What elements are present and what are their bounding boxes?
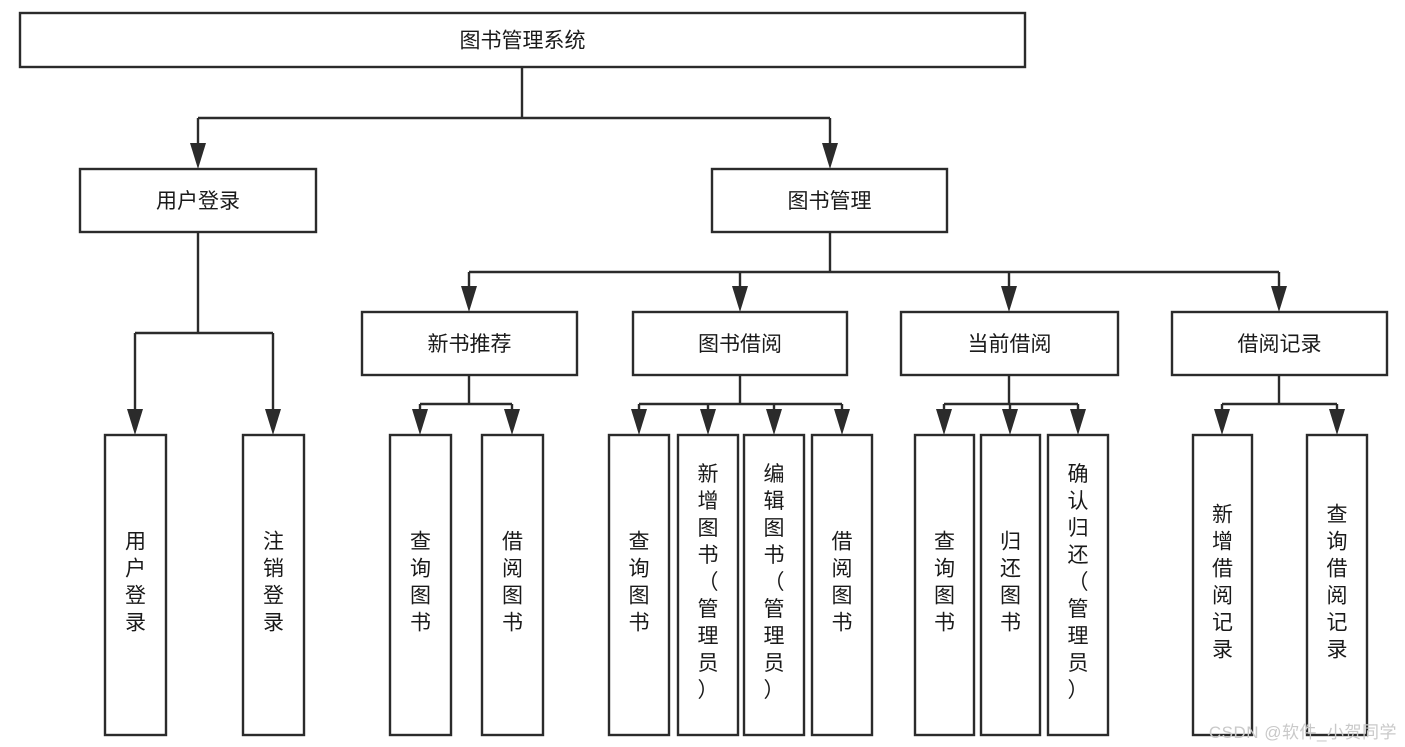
arrow-head-icon [766, 409, 782, 435]
node-level3-1-label: 图书借阅 [698, 333, 782, 356]
connector-layer [127, 67, 1345, 435]
node-root-system-box[interactable] [18, 11, 1027, 69]
node-leaf-11[interactable]: 新增借阅记录 [1191, 433, 1254, 737]
node-leaf-4-box[interactable] [607, 433, 671, 737]
node-level2-1-box[interactable] [710, 167, 949, 234]
node-level2-1[interactable]: 图书管理 [710, 167, 949, 234]
connector-group [631, 375, 850, 435]
node-leaf-12-label: 查询借阅记录 [1327, 504, 1348, 662]
node-leaf-12[interactable]: 查询借阅记录 [1305, 433, 1369, 737]
arrow-head-icon [1070, 409, 1086, 435]
node-leaf-10-box[interactable] [1046, 433, 1110, 737]
node-leaf-11-box[interactable] [1191, 433, 1254, 737]
node-leaf-6-box[interactable] [742, 433, 806, 737]
node-leaf-4-label: 查询图书 [629, 531, 650, 635]
node-leaf-11-label: 新增借阅记录 [1212, 504, 1233, 662]
node-level3-3-box[interactable] [1170, 310, 1389, 377]
arrow-head-icon [732, 286, 748, 312]
node-leaf-8[interactable]: 查询图书 [913, 433, 976, 737]
arrow-head-icon [1214, 409, 1230, 435]
arrow-head-icon [127, 409, 143, 435]
node-level3-2-label: 当前借阅 [968, 333, 1052, 356]
node-leaf-0-box[interactable] [103, 433, 168, 737]
arrow-head-icon [834, 409, 850, 435]
arrow-head-icon [412, 409, 428, 435]
node-leaf-1[interactable]: 注销登录 [241, 433, 306, 737]
node-leaf-9[interactable]: 归还图书 [979, 433, 1042, 737]
node-leaf-0-label: 用户登录 [125, 531, 146, 635]
node-leaf-10[interactable]: 确认归还（管理员） [1046, 433, 1110, 737]
node-leaf-10-label: 确认归还（管理员） [1068, 463, 1089, 702]
node-level3-3[interactable]: 借阅记录 [1170, 310, 1389, 377]
arrow-head-icon [936, 409, 952, 435]
arrow-head-icon [190, 143, 206, 169]
node-leaf-8-label: 查询图书 [934, 531, 955, 635]
arrow-head-icon [1002, 409, 1018, 435]
arrow-head-icon [631, 409, 647, 435]
node-level3-2-box[interactable] [899, 310, 1120, 377]
node-root-system-label: 图书管理系统 [460, 30, 586, 53]
arrow-head-icon [1329, 409, 1345, 435]
node-leaf-5-label: 新增图书（管理员） [698, 463, 719, 702]
connector-group [190, 67, 838, 169]
arrow-head-icon [822, 143, 838, 169]
node-leaf-7-box[interactable] [810, 433, 874, 737]
connector-group [412, 375, 520, 435]
arrow-head-icon [1271, 286, 1287, 312]
arrow-head-icon [504, 409, 520, 435]
node-leaf-5-box[interactable] [676, 433, 740, 737]
node-level2-0[interactable]: 用户登录 [78, 167, 318, 234]
node-leaf-2-box[interactable] [388, 433, 453, 737]
node-leaf-6[interactable]: 编辑图书（管理员） [742, 433, 806, 737]
arrow-head-icon [461, 286, 477, 312]
node-leaf-4[interactable]: 查询图书 [607, 433, 671, 737]
arrow-head-icon [265, 409, 281, 435]
connector-group [936, 375, 1086, 435]
node-leaf-8-box[interactable] [913, 433, 976, 737]
node-leaf-12-box[interactable] [1305, 433, 1369, 737]
node-layer: 图书管理系统用户登录图书管理新书推荐图书借阅当前借阅借阅记录用户登录注销登录查询… [18, 11, 1389, 737]
node-leaf-7[interactable]: 借阅图书 [810, 433, 874, 737]
node-root-system[interactable]: 图书管理系统 [18, 11, 1027, 69]
node-level3-3-label: 借阅记录 [1238, 333, 1322, 356]
node-leaf-2-label: 查询图书 [410, 531, 431, 635]
node-leaf-2[interactable]: 查询图书 [388, 433, 453, 737]
node-level3-0-box[interactable] [360, 310, 579, 377]
node-level3-0[interactable]: 新书推荐 [360, 310, 579, 377]
node-level3-1[interactable]: 图书借阅 [631, 310, 849, 377]
connector-group [1214, 375, 1345, 435]
connector-group [127, 232, 281, 435]
arrow-head-icon [1001, 286, 1017, 312]
node-leaf-3-label: 借阅图书 [502, 531, 523, 635]
node-leaf-6-label: 编辑图书（管理员） [764, 463, 785, 702]
node-leaf-3[interactable]: 借阅图书 [480, 433, 545, 737]
node-leaf-0[interactable]: 用户登录 [103, 433, 168, 737]
node-leaf-7-label: 借阅图书 [832, 531, 853, 635]
node-leaf-5[interactable]: 新增图书（管理员） [676, 433, 740, 737]
node-level3-2[interactable]: 当前借阅 [899, 310, 1120, 377]
node-leaf-1-box[interactable] [241, 433, 306, 737]
arrow-head-icon [700, 409, 716, 435]
watermark-label: CSDN @软件_小贺同学 [1208, 723, 1397, 742]
node-level2-0-box[interactable] [78, 167, 318, 234]
connector-group [461, 232, 1287, 312]
node-leaf-9-box[interactable] [979, 433, 1042, 737]
node-level2-1-label: 图书管理 [788, 190, 872, 213]
node-leaf-1-label: 注销登录 [263, 531, 284, 635]
node-leaf-3-box[interactable] [480, 433, 545, 737]
node-level2-0-label: 用户登录 [156, 190, 240, 213]
node-leaf-9-label: 归还图书 [1000, 531, 1021, 635]
node-level3-0-label: 新书推荐 [428, 333, 512, 356]
node-level3-1-box[interactable] [631, 310, 849, 377]
